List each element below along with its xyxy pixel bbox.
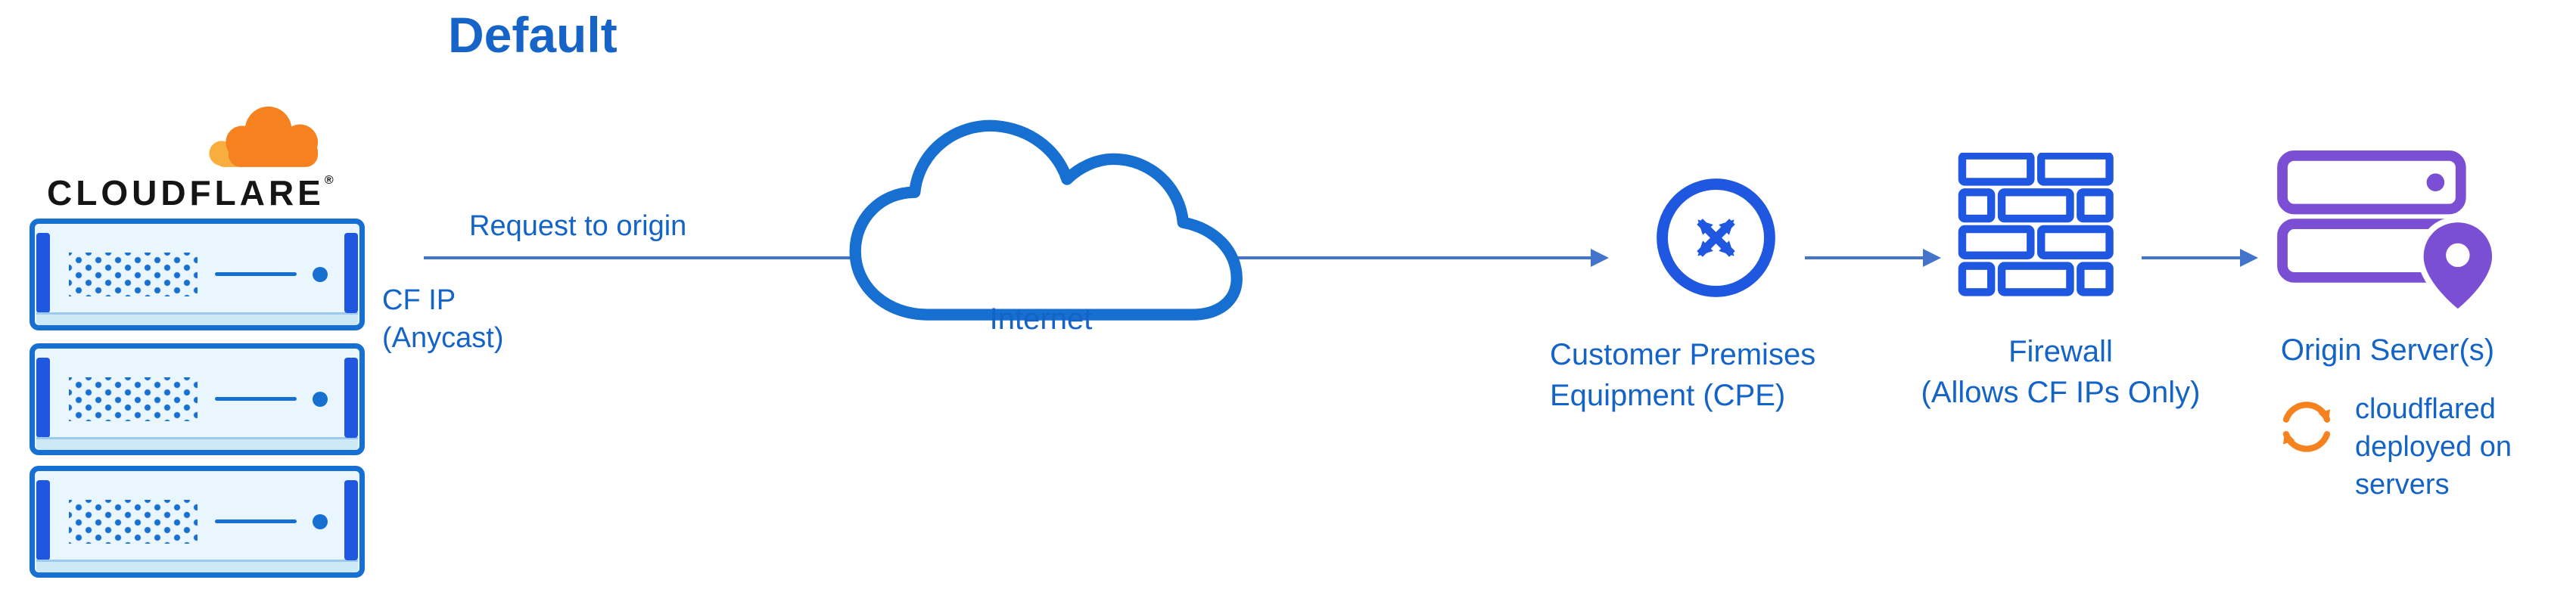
request-to-origin-label: Request to origin — [469, 210, 687, 242]
cloudflare-edge-server — [30, 466, 365, 578]
location-pin-icon — [2417, 216, 2498, 315]
cloudflared-sync-icon — [2282, 402, 2331, 452]
origin-server-label: Origin Server(s) — [2280, 333, 2495, 367]
diagram-title: Default — [448, 7, 618, 63]
server-base — [36, 312, 358, 325]
cloudflared-label: cloudflared deployed on servers — [2355, 393, 2512, 501]
server-led — [313, 267, 328, 282]
internet-label: Internet — [989, 302, 1093, 336]
cpe-router-icon — [1657, 178, 1775, 297]
cloudflare-logo-cloud-icon — [209, 106, 319, 167]
cpe-label: Customer Premises Equipment (CPE) — [1550, 338, 1816, 412]
cpe-to-firewall-arrow — [1805, 256, 1923, 259]
origin-server-icon — [2277, 150, 2498, 315]
server-vent-dots — [69, 253, 198, 296]
internet-cloud-icon — [849, 119, 1243, 321]
server-slot-line — [215, 397, 297, 401]
cf-ip-anycast-label: CF IP (Anycast) — [382, 284, 504, 354]
registered-mark: ® — [324, 174, 334, 187]
cloudflare-edge-server — [30, 343, 365, 455]
server-base — [36, 560, 358, 572]
internet-cloud: Internet — [823, 104, 1258, 378]
server-vent-dots — [69, 377, 198, 421]
cloudflare-wordmark: CLOUDFLARE® — [47, 173, 334, 212]
firewall-label: Firewall (Allows CF IPs Only) — [1921, 335, 2201, 409]
server-led — [313, 514, 328, 529]
server-slot-line — [215, 272, 297, 276]
server-vent-dots — [69, 500, 198, 544]
firewall-brick-icon — [1958, 153, 2114, 296]
firewall-to-origin-arrow — [2142, 256, 2240, 259]
server-led — [313, 392, 328, 407]
cloudflare-edge-server — [30, 219, 365, 330]
server-base — [36, 437, 358, 450]
server-slot-line — [215, 519, 297, 523]
